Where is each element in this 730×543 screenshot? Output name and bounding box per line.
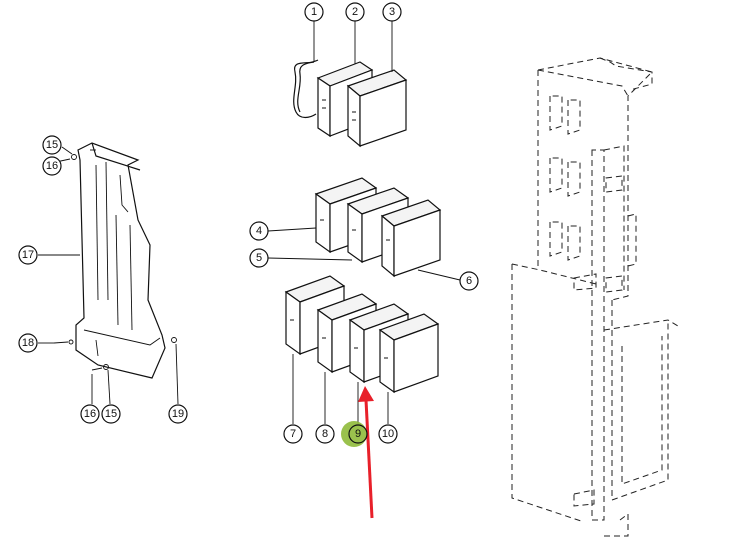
callout-10[interactable]: 10 <box>378 424 398 444</box>
svg-text:5: 5 <box>256 252 262 264</box>
callout-1[interactable]: 1 <box>304 2 324 22</box>
svg-text:3: 3 <box>389 6 395 18</box>
callout-9-highlighted[interactable]: 9 <box>341 421 368 447</box>
callout-15-top[interactable]: 15 <box>42 135 62 155</box>
callout-2[interactable]: 2 <box>345 2 365 22</box>
svg-text:19: 19 <box>172 408 184 420</box>
callouts: 1 2 3 4 5 6 7 8 <box>18 2 479 447</box>
svg-text:10: 10 <box>382 428 394 440</box>
svg-text:8: 8 <box>322 428 328 440</box>
svg-text:15: 15 <box>105 408 117 420</box>
callout-7[interactable]: 7 <box>283 424 303 444</box>
svg-text:17: 17 <box>22 249 34 261</box>
svg-text:16: 16 <box>84 408 96 420</box>
leader-lines <box>38 21 461 424</box>
svg-text:4: 4 <box>256 225 262 237</box>
middle-boxes <box>314 177 442 278</box>
svg-text:2: 2 <box>352 6 358 18</box>
svg-text:15: 15 <box>46 139 58 151</box>
callout-16-bottom[interactable]: 16 <box>80 404 100 424</box>
callout-18[interactable]: 18 <box>18 333 38 353</box>
callout-8[interactable]: 8 <box>315 424 335 444</box>
cabinet-outline <box>511 57 679 537</box>
callout-16-top[interactable]: 16 <box>42 156 62 176</box>
callout-17[interactable]: 17 <box>18 245 38 265</box>
callout-6[interactable]: 6 <box>459 271 479 291</box>
top-cable-and-boxes <box>293 59 408 148</box>
svg-text:16: 16 <box>46 160 58 172</box>
bottom-boxes <box>284 275 440 394</box>
callout-3[interactable]: 3 <box>382 2 402 22</box>
svg-text:1: 1 <box>311 6 317 18</box>
svg-text:6: 6 <box>466 275 472 287</box>
callout-5[interactable]: 5 <box>249 248 269 268</box>
callout-4[interactable]: 4 <box>249 221 269 241</box>
callout-15-bottom[interactable]: 15 <box>101 404 121 424</box>
callout-19[interactable]: 19 <box>168 404 188 424</box>
svg-text:7: 7 <box>290 428 296 440</box>
svg-text:18: 18 <box>22 337 34 349</box>
svg-text:9: 9 <box>355 428 361 440</box>
red-arrow <box>358 386 374 519</box>
mounting-bracket <box>53 142 177 379</box>
